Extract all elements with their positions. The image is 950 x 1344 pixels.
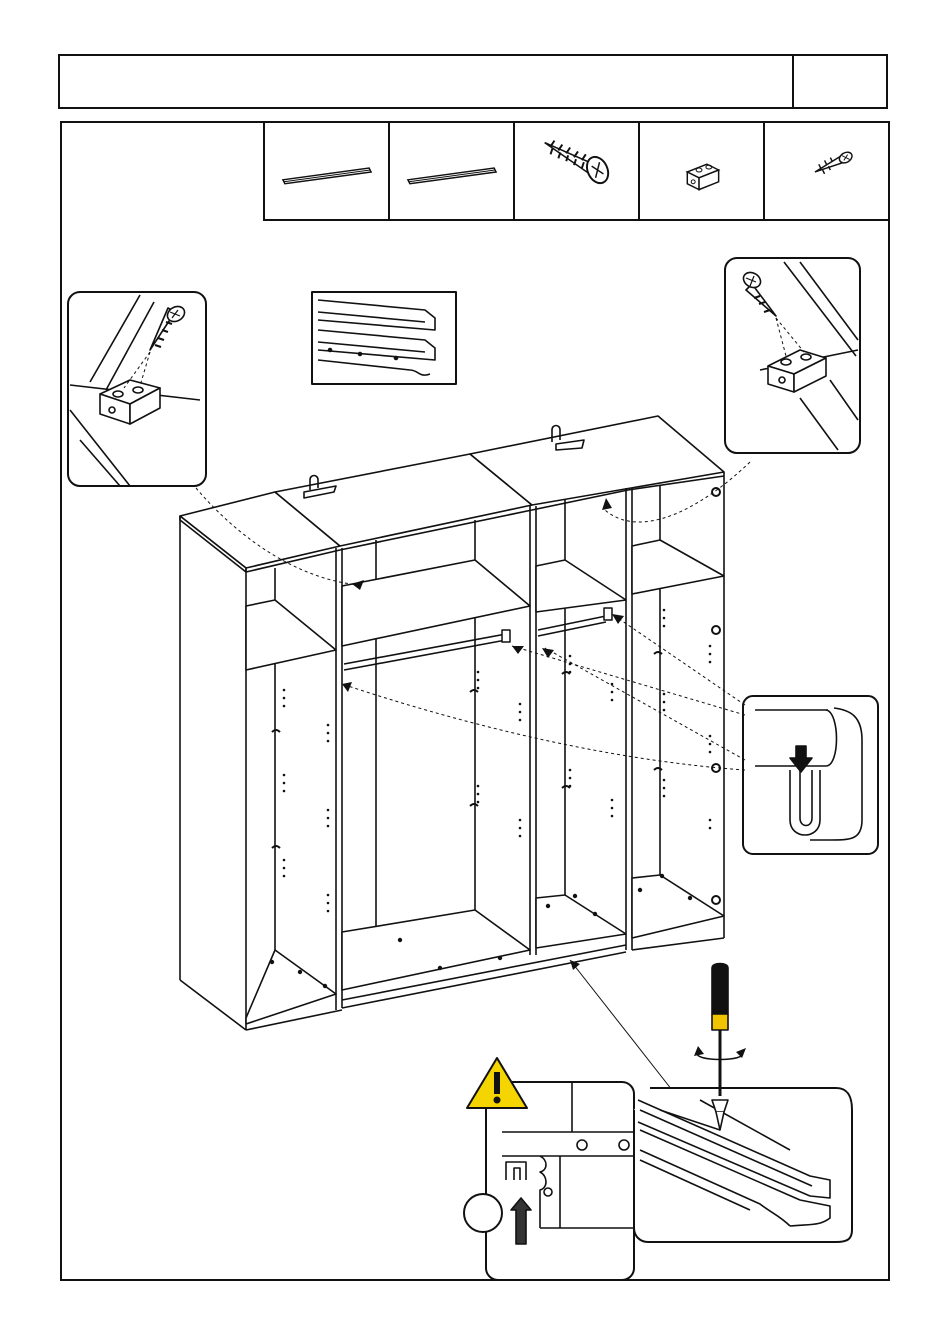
detail-right-block-screw: [725, 258, 860, 453]
wardrobe-carcass: [180, 416, 724, 1030]
detail-rod-holder: [743, 696, 878, 854]
detail-floor-rail: [634, 1088, 852, 1242]
rod-holders: [502, 608, 612, 642]
leader-floor-rail: [570, 960, 672, 1090]
detail-rail-engage: [464, 1082, 634, 1280]
detail-rail-profile: [312, 292, 456, 384]
detail-left-block-screw: [68, 292, 206, 486]
